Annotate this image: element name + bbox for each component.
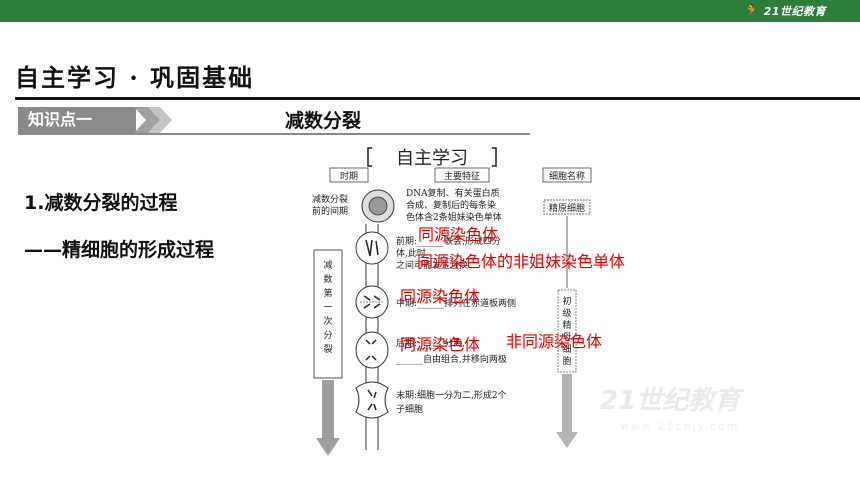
double-chevron-icon xyxy=(134,107,172,133)
anaphase-text-1: 后期:______分离, xyxy=(396,337,465,349)
answer-1: 同源染色体 xyxy=(418,225,499,244)
section-title-row: 自主学习 · 巩固基础 xyxy=(15,58,254,98)
logo-text: 21世纪教育 xyxy=(763,5,826,18)
answer-4: 同源染色体 xyxy=(400,335,481,354)
interphase-text-2: 合成、复制后的每条染 xyxy=(406,199,496,211)
prophase-text-2: 体,此时______ xyxy=(396,247,453,259)
col-cellname: 细胞名称 xyxy=(549,170,585,182)
svg-text:一: 一 xyxy=(323,303,332,313)
svg-text:细: 细 xyxy=(562,343,571,355)
svg-text:胞: 胞 xyxy=(562,355,571,367)
answer-2: 同源染色体的非姐妹染色单体 xyxy=(417,252,626,271)
content-heading-2: ——精细胞的形成过程 xyxy=(24,239,215,261)
telophase-text-1: 末期:细胞一分为二,形成2个 xyxy=(396,389,507,401)
svg-text:裂: 裂 xyxy=(323,344,332,355)
runner-icon: 🏃 xyxy=(743,3,760,19)
col-feature: 主要特征 xyxy=(444,170,480,182)
watermark-url: www.21cnjy.com xyxy=(620,420,740,433)
knowledge-point-label: 知识点一 xyxy=(18,107,136,133)
interphase-label-1: 减数分裂 xyxy=(312,193,348,205)
prophase-text-3: 之间可能发生互换 xyxy=(396,259,468,271)
watermark-text: 21世纪教育 xyxy=(600,386,741,416)
figure-banner-text: 自主学习 xyxy=(396,148,468,169)
svg-text:精: 精 xyxy=(562,319,571,331)
telophase-text-2: 子细胞 xyxy=(396,403,423,415)
meiosis-diagram: 自主学习 时期 主要特征 细胞名称 减数分裂 前的间期 DNA复制、有关蛋白质 … xyxy=(312,147,592,456)
knowledge-point-underline xyxy=(18,133,530,135)
svg-text:数: 数 xyxy=(323,273,332,285)
answer-3: 同源染色体 xyxy=(400,287,481,306)
svg-text:第: 第 xyxy=(323,287,332,299)
interphase-text-1: DNA复制、有关蛋白质 xyxy=(406,187,500,199)
metaphase-text: 中期:______排列在赤道板两侧 xyxy=(396,297,516,309)
knowledge-point-topic: 减数分裂 xyxy=(285,110,362,132)
interphase-label-2: 前的间期 xyxy=(312,205,348,217)
prophase-text-1: 前期:______联会,形成四分 xyxy=(396,235,501,247)
svg-text:母: 母 xyxy=(562,332,571,343)
svg-text:次: 次 xyxy=(323,315,332,327)
svg-text:减: 减 xyxy=(323,259,332,271)
answer-5: 非同源染色体 xyxy=(506,332,603,351)
section-title: 自主学习 · 巩固基础 xyxy=(15,63,255,92)
col-period: 时期 xyxy=(340,170,358,182)
svg-text:初: 初 xyxy=(562,295,571,307)
content-heading-1: 1.减数分裂的过程 xyxy=(24,192,178,214)
top-bar: 🏃 21世纪教育 xyxy=(0,0,860,22)
anaphase-text-2: ______自由组合,并移向两极 xyxy=(396,353,507,365)
figure-banner: 自主学习 xyxy=(367,147,497,169)
cell-spermatogonium: 精原细胞 xyxy=(549,202,585,214)
svg-text:级: 级 xyxy=(562,307,571,319)
brand-logo: 🏃 21世纪教育 xyxy=(744,3,827,19)
title-divider xyxy=(15,97,860,100)
svg-text:分: 分 xyxy=(323,330,332,341)
interphase-text-3: 色体含2条姐妹染色单体 xyxy=(406,211,502,223)
